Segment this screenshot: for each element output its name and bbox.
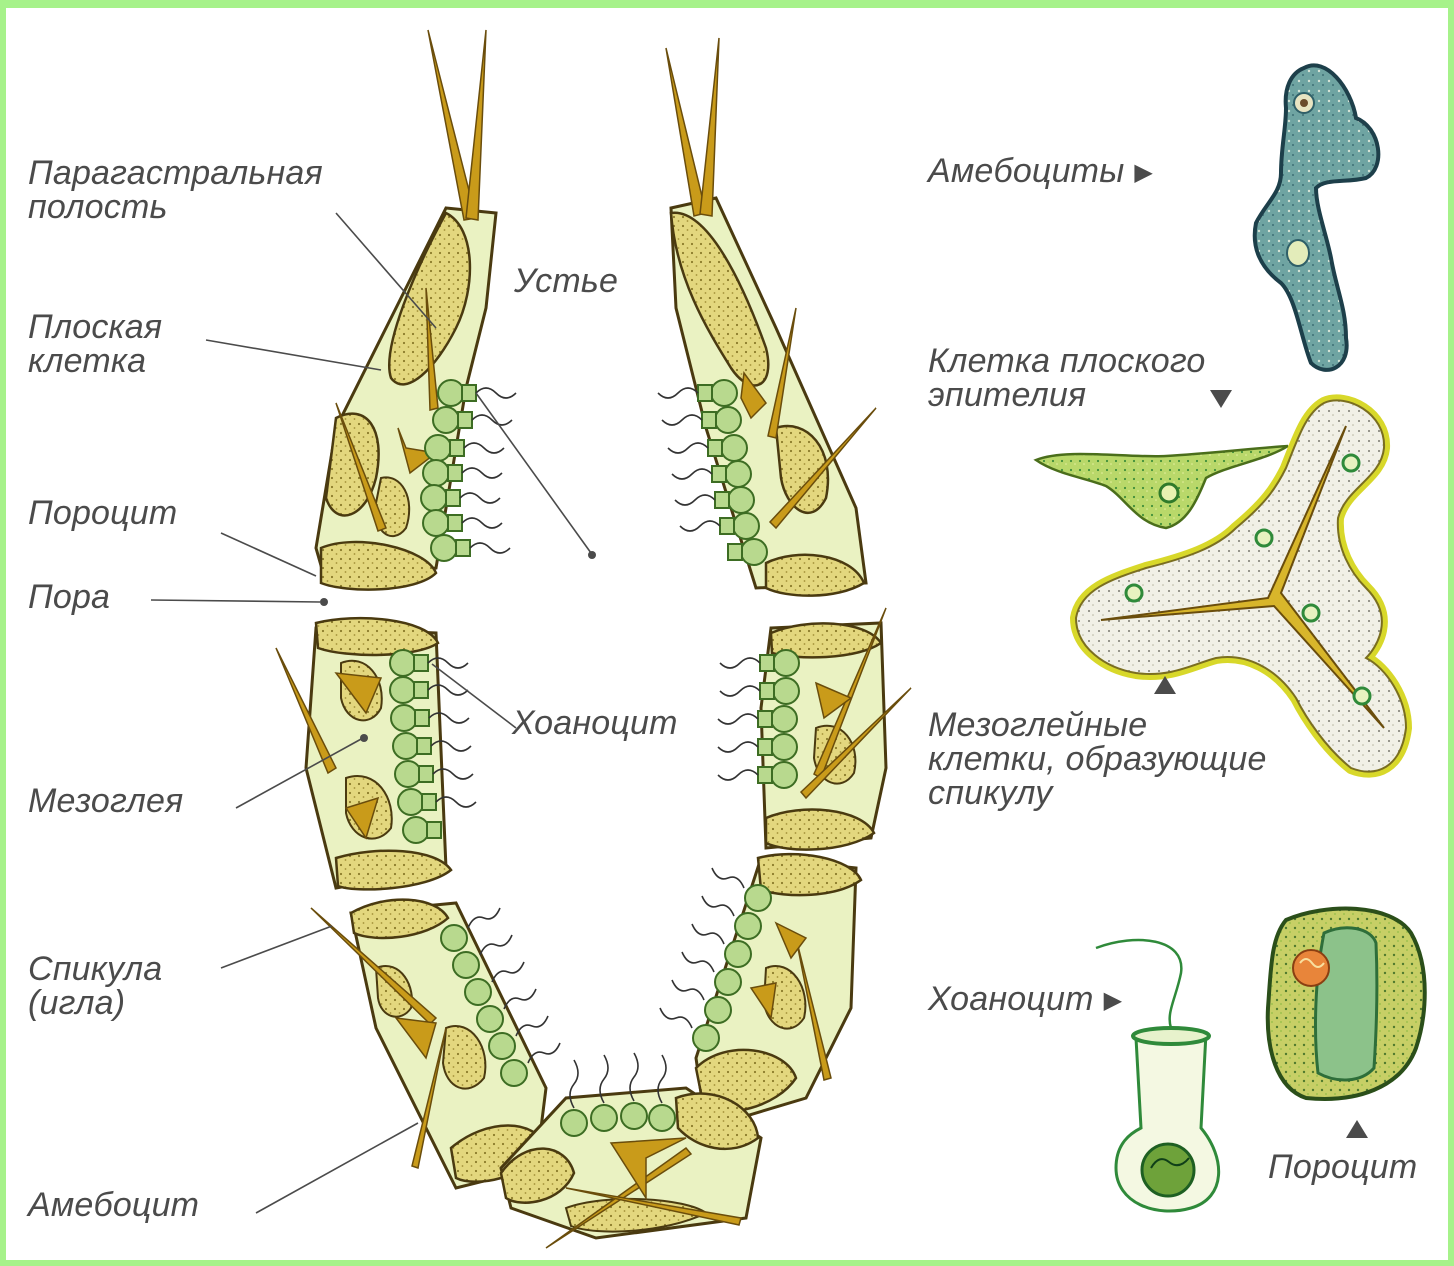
label-choanocyte-center: Хоаноцит (512, 706, 678, 740)
mesoglea-dot (360, 734, 368, 742)
label-spicule-line2: (игла) (28, 986, 162, 1020)
label-flat-cell-line1: Плоская (28, 310, 162, 344)
amoebocyte-cell (1255, 65, 1379, 369)
triangle-down-icon (1210, 390, 1232, 408)
label-paragastral-cavity: Парагастральная полость (28, 156, 323, 224)
label-amoebocyte: Амебоцит (28, 1188, 199, 1222)
label-mesogleal-line2: клетки, образующие (928, 742, 1267, 776)
diagram-canvas: Парагастральная полость Плоская клетка П… (6, 8, 1448, 1260)
choanocyte-cell (1096, 940, 1219, 1211)
label-flat-epithelium-cell: Клетка плоского эпителия (928, 344, 1206, 412)
label-amoebocytes-text: Амебоциты (928, 152, 1124, 190)
triangle-up-icon (1154, 676, 1176, 694)
label-porocyte-right: Пороцит (1268, 1150, 1417, 1184)
label-choanocyte-right: Хоаноцит ▶ (928, 982, 1122, 1018)
triangle-up-icon (1346, 1120, 1368, 1138)
choanocytes-right-middle (758, 650, 799, 788)
arrow-right-icon: ▶ (1134, 159, 1153, 186)
label-spicule: Спикула (игла) (28, 952, 162, 1020)
label-mesogleal-line3: спикулу (928, 776, 1267, 810)
label-porocyte: Пороцит (28, 496, 177, 530)
label-choanocyte-right-text: Хоаноцит (928, 980, 1094, 1018)
label-pore: Пора (28, 580, 110, 614)
amoebocyte-nucleus-2 (1287, 240, 1309, 266)
label-flat-cell: Плоская клетка (28, 310, 162, 378)
arrow-right-icon: ▶ (1104, 987, 1123, 1014)
flat-epithelium-nucleus (1160, 484, 1178, 502)
amoebocyte-nucleus-1-center (1300, 99, 1308, 107)
porocyte-cell (1268, 909, 1425, 1099)
label-amoebocytes-right: Амебоциты ▶ (928, 154, 1153, 190)
label-mesogleal-line1: Мезоглейные (928, 708, 1267, 742)
label-spicule-line1: Спикула (28, 952, 162, 986)
label-paragastral-line1: Парагастральная (28, 156, 323, 190)
label-flat-cell-line2: клетка (28, 344, 162, 378)
pore-dot (320, 598, 328, 606)
paragastral-cavity-dot (588, 551, 596, 559)
label-mesoglea: Мезоглея (28, 784, 183, 818)
label-paragastral-line2: полость (28, 190, 323, 224)
label-flat-epithelium-line2: эпителия (928, 378, 1206, 412)
label-osculum: Устье (514, 264, 618, 298)
label-mesogleal-cells: Мезоглейные клетки, образующие спикулу (928, 708, 1267, 810)
label-flat-epithelium-line1: Клетка плоского (928, 344, 1206, 378)
